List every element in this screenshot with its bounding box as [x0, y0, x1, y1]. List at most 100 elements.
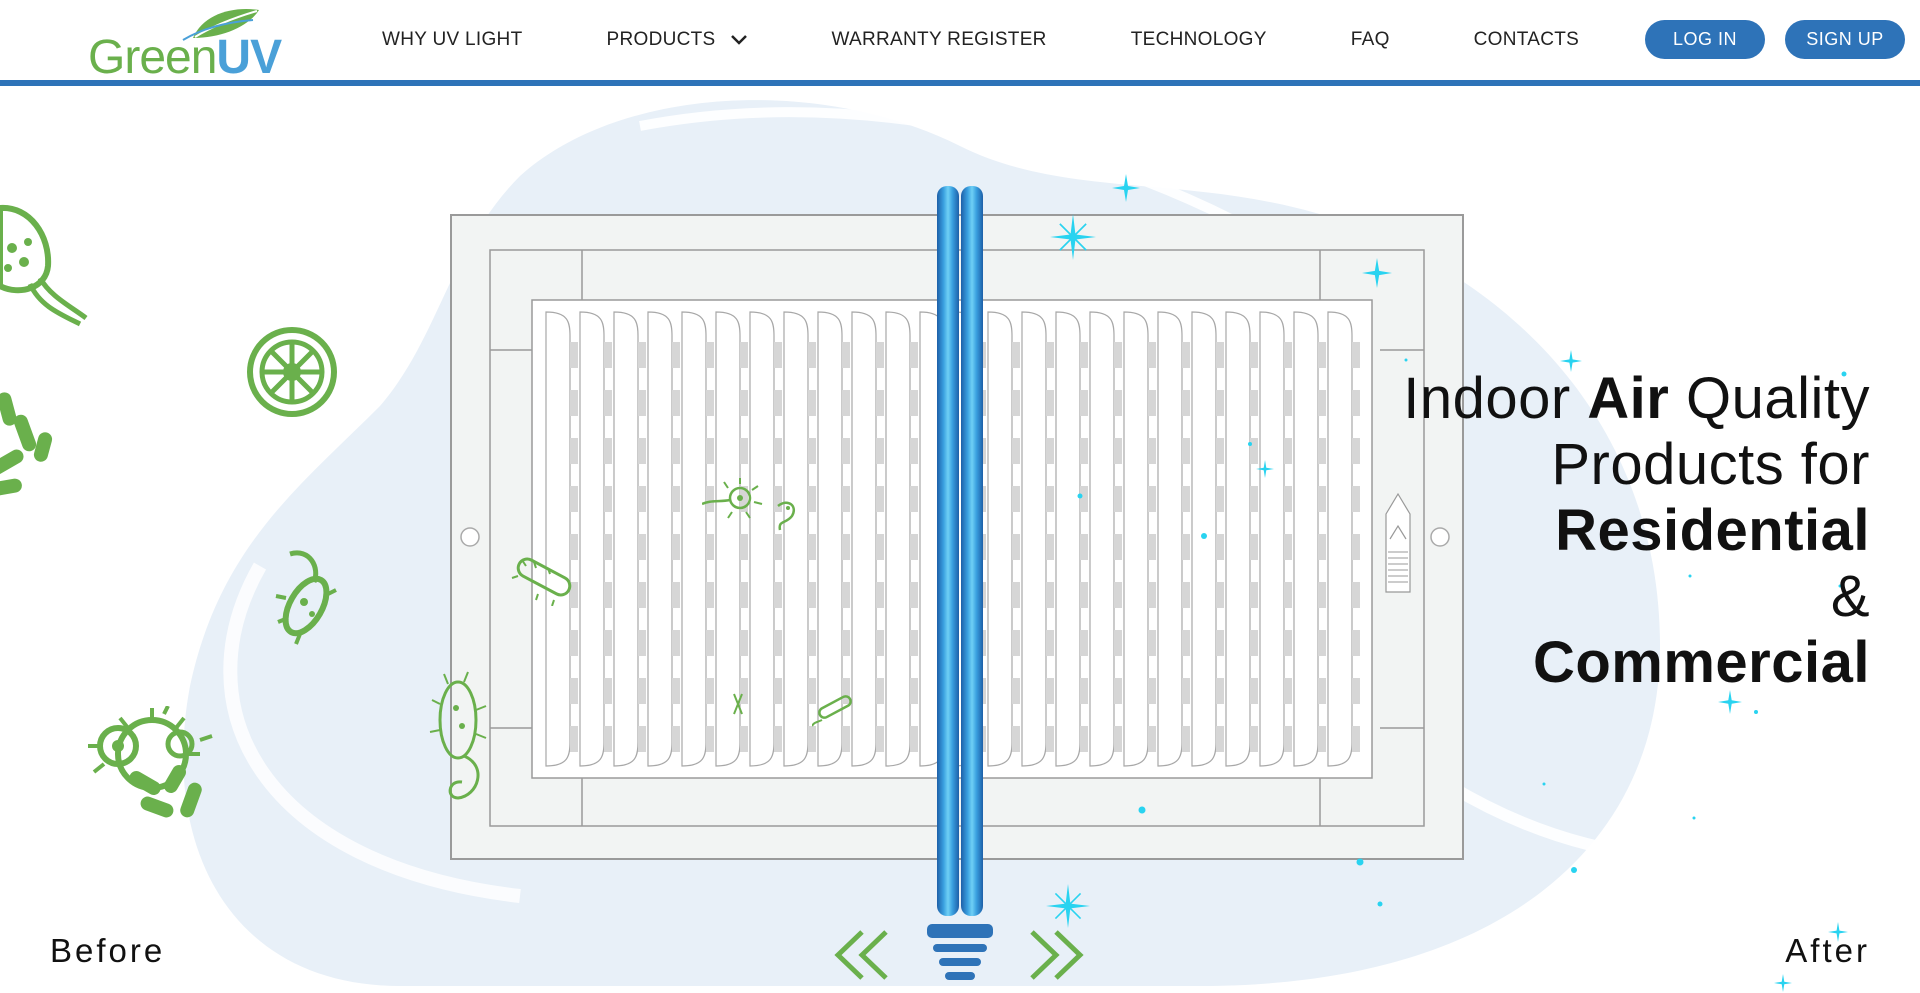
vent-shadow [910, 630, 918, 656]
vent-shadow [1080, 390, 1088, 416]
vent-shadow [740, 390, 748, 416]
vent-shadow [1046, 726, 1054, 752]
vent-shadow [1216, 582, 1224, 608]
vent-shadow [1012, 486, 1020, 512]
vent-shadow [672, 630, 680, 656]
microbe-tiny-icon [733, 693, 743, 715]
vent-shadow [1148, 582, 1156, 608]
vent-shadow [570, 630, 578, 656]
vent-shadow [1318, 534, 1326, 560]
vent-shadow [1318, 726, 1326, 752]
vent-shadow [1284, 438, 1292, 464]
vent-shadow [1318, 390, 1326, 416]
hero-section: Indoor Air Quality Products for Resident… [0, 86, 1920, 993]
bacteria-icon [0, 204, 88, 327]
vent-shadow [672, 534, 680, 560]
sparkle-icon [1774, 974, 1792, 992]
sparkle-dots [1077, 358, 1847, 907]
vent-shadow [1114, 678, 1122, 704]
sparkle-icon [1046, 884, 1090, 928]
vent-shadow [1216, 390, 1224, 416]
vent-shadow [740, 630, 748, 656]
vent-shadow [1080, 342, 1088, 368]
vent-shadow [1250, 486, 1258, 512]
vent-shadow [706, 438, 714, 464]
vent-shadow [842, 534, 850, 560]
double-chevron-right-icon[interactable] [1026, 928, 1086, 982]
vent-shadow [1012, 534, 1020, 560]
vent-shadow [910, 342, 918, 368]
vent-shadow [774, 582, 782, 608]
nav-technology[interactable]: TECHNOLOGY [1131, 29, 1267, 51]
vent-shadow [1148, 630, 1156, 656]
vent-shadow [604, 678, 612, 704]
vent-shadow [1114, 438, 1122, 464]
vent-shadow [1080, 582, 1088, 608]
sparkle-icon [1362, 258, 1392, 288]
vent-shadow [842, 726, 850, 752]
vent-louver [1021, 311, 1047, 767]
nav-warranty-register[interactable]: WARRANTY REGISTER [832, 29, 1047, 51]
vent-shadow [672, 438, 680, 464]
vent-shadow [1182, 342, 1190, 368]
vent-shadow [910, 582, 918, 608]
vent-shadow [604, 582, 612, 608]
headline-word-quality: Quality [1669, 366, 1870, 431]
vent-shadow [1352, 390, 1360, 416]
vent-louver [545, 311, 571, 767]
vent-shadow [1046, 438, 1054, 464]
sparkle-icon [1828, 922, 1848, 942]
headline-word-air: Air [1587, 366, 1670, 431]
vent-shadow [774, 630, 782, 656]
vent-shadow [808, 630, 816, 656]
logo-wordmark: GreenUV [88, 30, 282, 85]
nav-label: PRODUCTS [606, 29, 716, 50]
vent-shadow [1148, 438, 1156, 464]
signup-button[interactable]: SIGN UP [1785, 20, 1905, 59]
vent-shadow [1216, 438, 1224, 464]
vent-shadow [740, 486, 748, 512]
vent-shadow [1250, 630, 1258, 656]
vent-shadow [570, 534, 578, 560]
vent-shadow [808, 390, 816, 416]
vent-shadow [740, 726, 748, 752]
login-button[interactable]: LOG IN [1645, 20, 1765, 59]
vent-shadow [740, 342, 748, 368]
vent-shadow [706, 678, 714, 704]
nav-products[interactable]: PRODUCTS [607, 29, 748, 51]
vent-shadow [1284, 582, 1292, 608]
vent-shadow [1182, 582, 1190, 608]
vent-shadow [638, 534, 646, 560]
chevron-down-icon[interactable] [730, 34, 748, 46]
headline-line-4: & [1830, 564, 1870, 629]
before-label: Before [50, 932, 166, 969]
vent-shadow [876, 486, 884, 512]
vent-shadow [1080, 438, 1088, 464]
vent-shadow [808, 678, 816, 704]
greenuv-logo[interactable]: GreenUV [88, 4, 282, 84]
vent-shadow [1182, 534, 1190, 560]
vent-shadow [1250, 678, 1258, 704]
vent-louver [783, 311, 809, 767]
vent-shadow [1080, 534, 1088, 560]
bacillus-outline-icon [511, 557, 572, 606]
vent-shadow [1148, 534, 1156, 560]
nav-contacts[interactable]: CONTACTS [1474, 29, 1580, 51]
logo-text-uv: UV [216, 31, 282, 84]
vent-shadow [672, 582, 680, 608]
vent-shadow [1114, 582, 1122, 608]
vent-shadow [740, 678, 748, 704]
microbe-small-icon [777, 501, 795, 531]
vent-shadow [570, 726, 578, 752]
vent-shadow [1318, 582, 1326, 608]
vent-shadow [1250, 342, 1258, 368]
double-chevron-left-icon[interactable] [832, 928, 892, 982]
vent-shadow [638, 630, 646, 656]
vent-shadow [808, 342, 816, 368]
nav-why-uv-light[interactable]: WHY UV LIGHT [382, 29, 523, 51]
vent-shadow [1148, 390, 1156, 416]
vent-shadow [672, 678, 680, 704]
sparkle-icon [1718, 690, 1742, 714]
nav-faq[interactable]: FAQ [1351, 29, 1390, 51]
vent-shadow [1352, 630, 1360, 656]
